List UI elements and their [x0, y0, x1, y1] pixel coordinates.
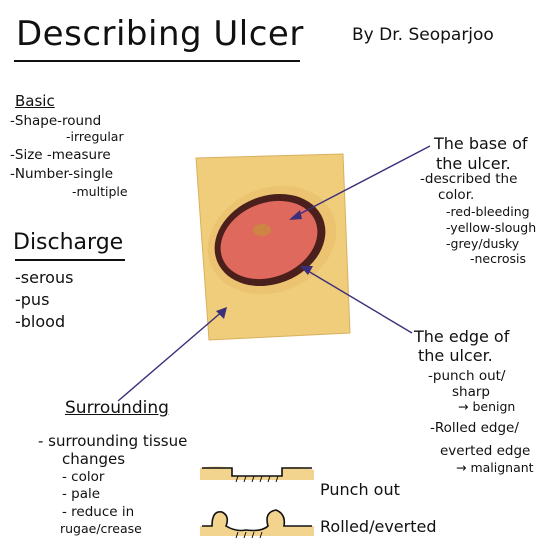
base-title-line1: The base of	[434, 134, 528, 153]
edge-arrowhead	[300, 266, 313, 275]
basic-number-alt: -multiple	[72, 184, 128, 199]
page-title: Describing Ulcer	[16, 14, 304, 54]
base-color-item: -yellow-slough	[446, 220, 537, 235]
ulcer-base	[220, 200, 318, 280]
rolled-edge-sketch	[200, 509, 314, 539]
edge-arrow	[302, 267, 413, 334]
surrounding-arrowhead	[216, 307, 227, 319]
punch-out-label: Punch out	[320, 480, 400, 499]
base-arrowhead	[289, 210, 302, 220]
base-color-item: -necrosis	[470, 251, 527, 266]
edge-punch-line3: → benign	[458, 399, 516, 414]
surrounding-arrow	[117, 309, 225, 402]
edge-rolled-line2: everted edge	[440, 443, 531, 459]
base-color-item: -grey/dusky	[446, 236, 520, 251]
base-arrow	[291, 145, 431, 219]
slough-spot	[253, 224, 271, 236]
edge-punch-line2: sharp	[452, 384, 490, 400]
basic-shape: -Shape-round	[10, 113, 102, 129]
surrounding-item: - pale	[62, 486, 101, 502]
basic-size: -Size -measure	[10, 147, 111, 163]
discharge-heading: Discharge	[13, 230, 124, 255]
surrounding-line1: - surrounding tissue	[38, 432, 188, 450]
base-color-item: -red-bleeding	[446, 204, 530, 219]
surrounding-heading: Surrounding	[65, 398, 169, 418]
edge-rolled-line3: → malignant	[456, 460, 534, 475]
author: By Dr. Seoparjoo	[352, 25, 494, 45]
surrounding-item: rugae/crease	[60, 521, 142, 536]
edge-rolled-line1: -Rolled edge/	[430, 420, 519, 436]
base-desc-line2: color.	[438, 187, 475, 203]
title-underline	[14, 60, 300, 62]
surrounding-line2: changes	[62, 450, 126, 468]
rolled-everted-label: Rolled/everted	[320, 517, 437, 536]
discharge-item: -pus	[15, 290, 50, 309]
discharge-item: -serous	[15, 268, 74, 287]
surrounding-item: - color	[62, 469, 105, 485]
basic-number: -Number-single	[10, 166, 114, 182]
edge-title-line2: the ulcer.	[418, 346, 493, 365]
punch-out-sketch	[200, 466, 314, 483]
surrounding-item: - reduce in	[62, 504, 135, 520]
base-desc-line1: -described the	[420, 171, 518, 187]
edge-title-line1: The edge of	[414, 327, 510, 346]
basic-heading: Basic	[15, 92, 55, 110]
edge-punch-line1: -punch out/	[428, 368, 506, 384]
discharge-item: -blood	[15, 312, 66, 331]
base-title-line2: the ulcer.	[436, 154, 511, 173]
discharge-underline	[15, 259, 125, 261]
basic-shape-alt: -irregular	[66, 129, 124, 144]
